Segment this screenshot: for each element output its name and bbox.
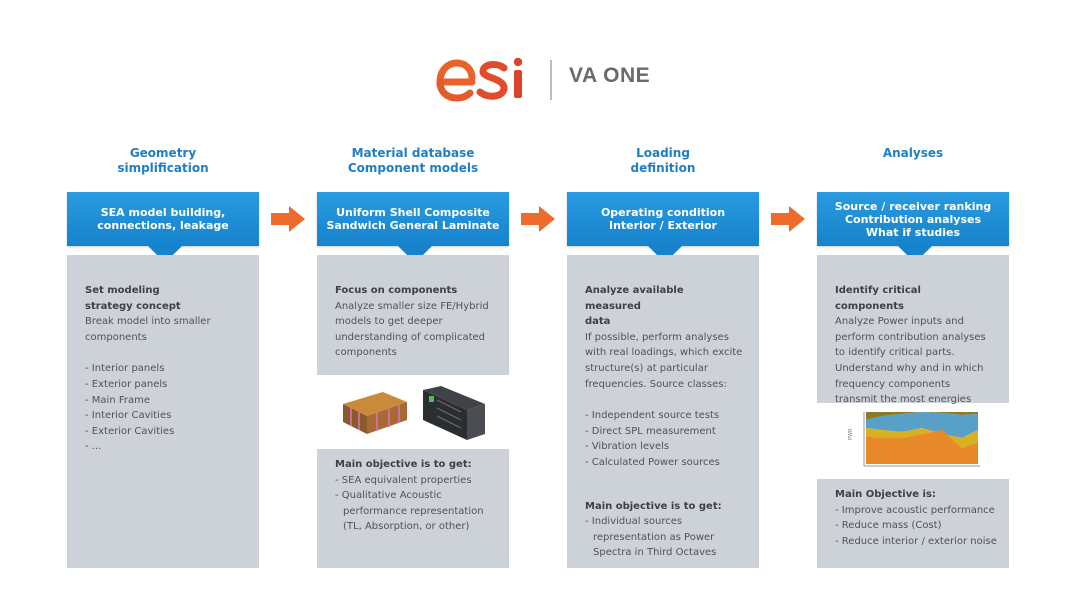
esi-logo xyxy=(434,56,544,108)
stage-3-panel-text: structure(s) at particular xyxy=(585,362,708,374)
stage-4-top-panel: Identify critical components Analyze Pow… xyxy=(817,255,1009,405)
stage-3-panel-text: frequencies. Source classes: xyxy=(585,378,727,390)
stage-4-top-heading: Identify critical components xyxy=(835,285,921,312)
stage-4-top-text: to identify critical parts. xyxy=(835,347,955,359)
stage-1-bullet: Main Frame xyxy=(85,393,241,409)
stage-1-panel-text: components xyxy=(85,331,147,343)
stage-2-banner: Uniform Shell Composite Sandwich General… xyxy=(317,192,509,246)
component-models-image xyxy=(343,386,485,440)
stage-3-panel: Analyze available measured data If possi… xyxy=(567,255,759,568)
stage-3-objective-bullet: Individual sources xyxy=(585,514,741,530)
svg-text:PWR: PWR xyxy=(848,428,854,440)
stage-4-top-text: frequency components xyxy=(835,378,951,390)
stage-1-title: Geometry simplification xyxy=(117,146,209,175)
stage-3-panel-text: If possible, perform analyses xyxy=(585,331,729,343)
flow-arrow-icon xyxy=(771,206,805,232)
stage-4-objective-heading: Main Objective is: xyxy=(835,489,936,500)
stage-2-objective-bullet: Qualitative Acoustic xyxy=(335,488,491,504)
stage-2-top-text: components xyxy=(335,347,397,359)
stage-1-bullet: Exterior Cavities xyxy=(85,424,241,440)
stage-3-banner: Operating condition Interior / Exterior xyxy=(567,192,759,246)
stage-4-objective-bullet: Improve acoustic performance xyxy=(835,503,995,519)
stage-3-panel-heading: Analyze available measured data xyxy=(585,285,684,328)
stage-2-top-heading: Focus on components xyxy=(335,285,458,296)
stage-4-banner: Source / receiver ranking Contribution a… xyxy=(817,192,1009,246)
stage-4-objective-bullet: Reduce mass (Cost) xyxy=(835,518,991,534)
stage-3-bullet: Direct SPL measurement xyxy=(585,424,741,440)
stage-4-top-text: transmit the most energies xyxy=(835,394,972,406)
stage-2-objective-text: (TL, Absorption, or other) xyxy=(343,521,470,533)
stage-2-top-text: Analyze smaller size FE/Hybrid xyxy=(335,300,489,312)
stage-1-bullet: Exterior panels xyxy=(85,377,241,393)
stage-3-title: Loading definition xyxy=(630,146,696,175)
stage-2-bottom-panel: Main objective is to get: SEA equivalent… xyxy=(317,449,509,568)
stage-1-bullet: Interior Cavities xyxy=(85,408,241,424)
stage-2-title: Material database Component models xyxy=(347,146,479,175)
stage-4-title: Analyses xyxy=(882,146,944,160)
stage-3-bullet: Vibration levels xyxy=(585,439,741,455)
stage-4-top-text: Analyze Power inputs and xyxy=(835,316,964,328)
logo-divider xyxy=(550,60,552,100)
stage-2-top-text: models to get deeper xyxy=(335,316,443,328)
stage-2-objective-bullet: SEA equivalent properties xyxy=(335,473,491,489)
flow-arrow-icon xyxy=(271,206,305,232)
stage-3-bullet: Calculated Power sources xyxy=(585,455,741,471)
stage-2-objective-heading: Main objective is to get: xyxy=(335,459,472,470)
stage-1-panel-heading: Set modeling strategy concept xyxy=(85,285,181,312)
stage-2-top-panel: Focus on components Analyze smaller size… xyxy=(317,255,509,375)
stage-3-panel-text: with real loadings, which excite xyxy=(585,347,743,359)
stage-4-top-text: Understand why and in which xyxy=(835,362,984,374)
stage-2-top-text: understanding of complicated xyxy=(335,331,485,343)
flow-arrow-icon xyxy=(521,206,555,232)
stage-1-banner: SEA model building, connections, leakage xyxy=(67,192,259,246)
stage-1-bullet: ... xyxy=(85,439,241,455)
stage-1-bullet: Interior panels xyxy=(85,361,241,377)
stage-1-panel-text: Break model into smaller xyxy=(85,316,211,328)
contribution-chart-image: PWR xyxy=(848,412,980,467)
stage-4-bottom-panel: Main Objective is: Improve acoustic perf… xyxy=(817,479,1009,568)
stage-3-objective-text: representation as Power xyxy=(593,531,715,543)
product-name: VA ONE xyxy=(569,64,651,87)
stage-2-objective-text: performance representation xyxy=(343,505,484,517)
stage-1-panel: Set modeling strategy concept Break mode… xyxy=(67,255,259,568)
stage-3-bullet: Independent source tests xyxy=(585,408,741,424)
stage-4-objective-bullet: Reduce interior / exterior noise xyxy=(835,534,997,550)
stage-3-objective-text: Spectra in Third Octaves xyxy=(593,547,717,559)
stage-4-top-text: perform contribution analyses xyxy=(835,331,986,343)
stage-3-objective-heading: Main objective is to get: xyxy=(585,500,722,512)
